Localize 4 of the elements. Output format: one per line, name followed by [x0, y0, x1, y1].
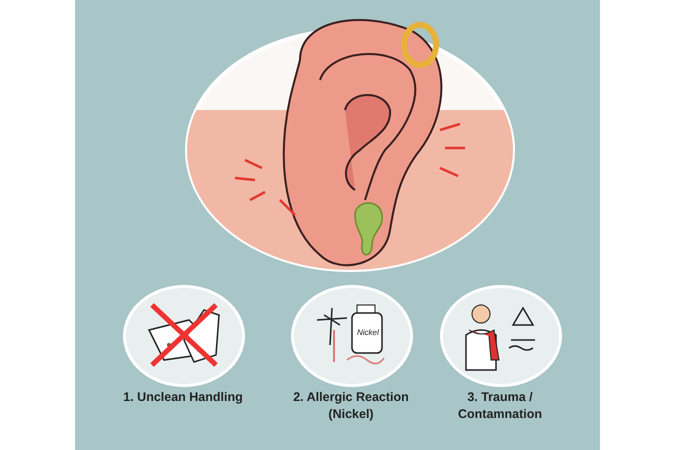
cause-caption: 2. Allergic Reaction (Nickel): [292, 389, 410, 423]
cause-caption: 3. Trauma / Contamnation: [456, 389, 544, 423]
cause-caption: 1. Unclean Handling: [122, 389, 244, 406]
bottle-label: Nickel: [355, 328, 381, 337]
